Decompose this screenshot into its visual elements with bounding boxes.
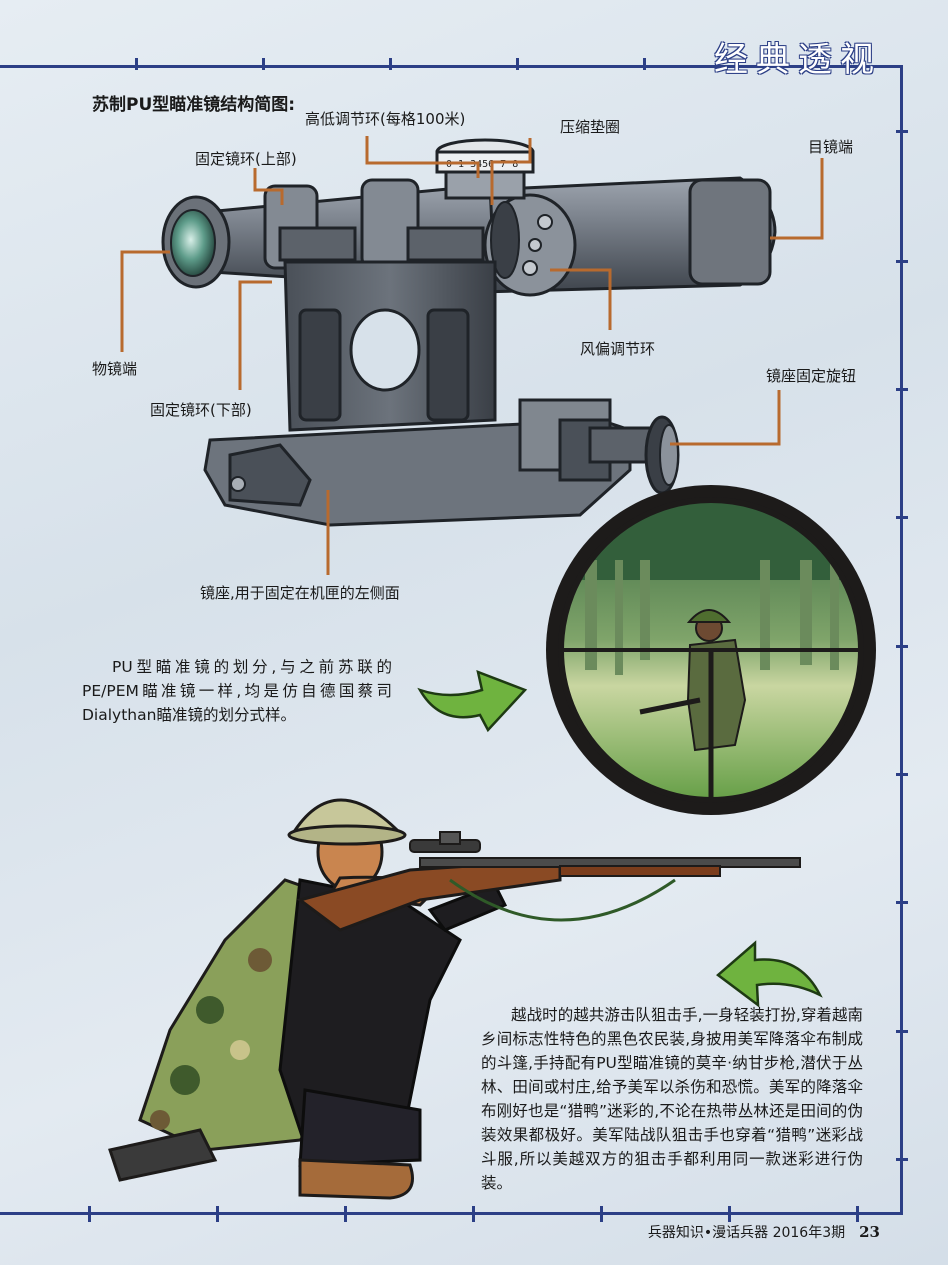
frame-tick [896, 130, 908, 133]
frame-tick [472, 1206, 475, 1222]
frame-tick [643, 58, 646, 70]
frame-tick [389, 58, 392, 70]
label-ring-upper: 固定镜环(上部) [195, 150, 297, 168]
label-elevation-ring: 高低调节环(每格100米) [305, 110, 466, 128]
frame-tick [856, 1206, 859, 1222]
frame-tick [344, 1206, 347, 1222]
frame-tick [896, 1158, 908, 1161]
sniper-illustration [108, 798, 801, 1200]
frame-tick [896, 388, 908, 391]
elevation-dial-numbers: 0 1 3456 7 8 [446, 159, 518, 170]
frame-tick [896, 773, 908, 776]
frame-tick [896, 1030, 908, 1033]
pu-scope-illustration: 0 1 3456 7 8 [161, 138, 777, 527]
reticle-view [546, 485, 876, 815]
frame-tick [896, 901, 908, 904]
section-title: 经典透视 [714, 40, 882, 80]
frame-tick [216, 1206, 219, 1222]
page-number: 23 [859, 1223, 880, 1241]
diagram-title: 苏制PU型瞄准镜结构简图: [92, 95, 296, 115]
label-ring-lower: 固定镜环(下部) [150, 401, 252, 419]
label-eyepiece: 目镜端 [808, 138, 854, 156]
frame-tick [88, 1206, 91, 1222]
frame-tick [135, 58, 138, 70]
frame-tick [896, 645, 908, 648]
label-objective: 物镜端 [92, 360, 138, 378]
frame-tick [896, 516, 908, 519]
sniper-caption: 越战时的越共游击队狙击手,一身轻装打扮,穿着越南乡间标志性特色的黑色农民装,身披… [481, 1006, 863, 1192]
frame-tick [896, 260, 908, 263]
leader-lines [120, 136, 824, 575]
publication-name: 兵器知识•漫话兵器 2016年3期 [647, 1225, 846, 1241]
frame-tick [262, 58, 265, 70]
label-mount-base: 镜座,用于固定在机匣的左侧面 [200, 584, 400, 602]
arrow-right-icon [417, 670, 528, 733]
label-windage-ring: 风偏调节环 [580, 340, 656, 358]
reticle-caption: PU型瞄准镜的划分,与之前苏联的PE/PEM瞄准镜一样,均是仿自德国蔡司Dial… [82, 658, 392, 724]
page-frame [0, 65, 903, 1215]
label-compression-washer: 压缩垫圈 [560, 118, 621, 136]
frame-tick [728, 1206, 731, 1222]
frame-tick [600, 1206, 603, 1222]
label-mount-knob: 镜座固定旋钮 [766, 367, 857, 385]
page-footer: 兵器知识•漫话兵器 2016年3期 23 [648, 1222, 880, 1242]
frame-tick [516, 58, 519, 70]
arrow-left-icon [716, 940, 823, 1008]
